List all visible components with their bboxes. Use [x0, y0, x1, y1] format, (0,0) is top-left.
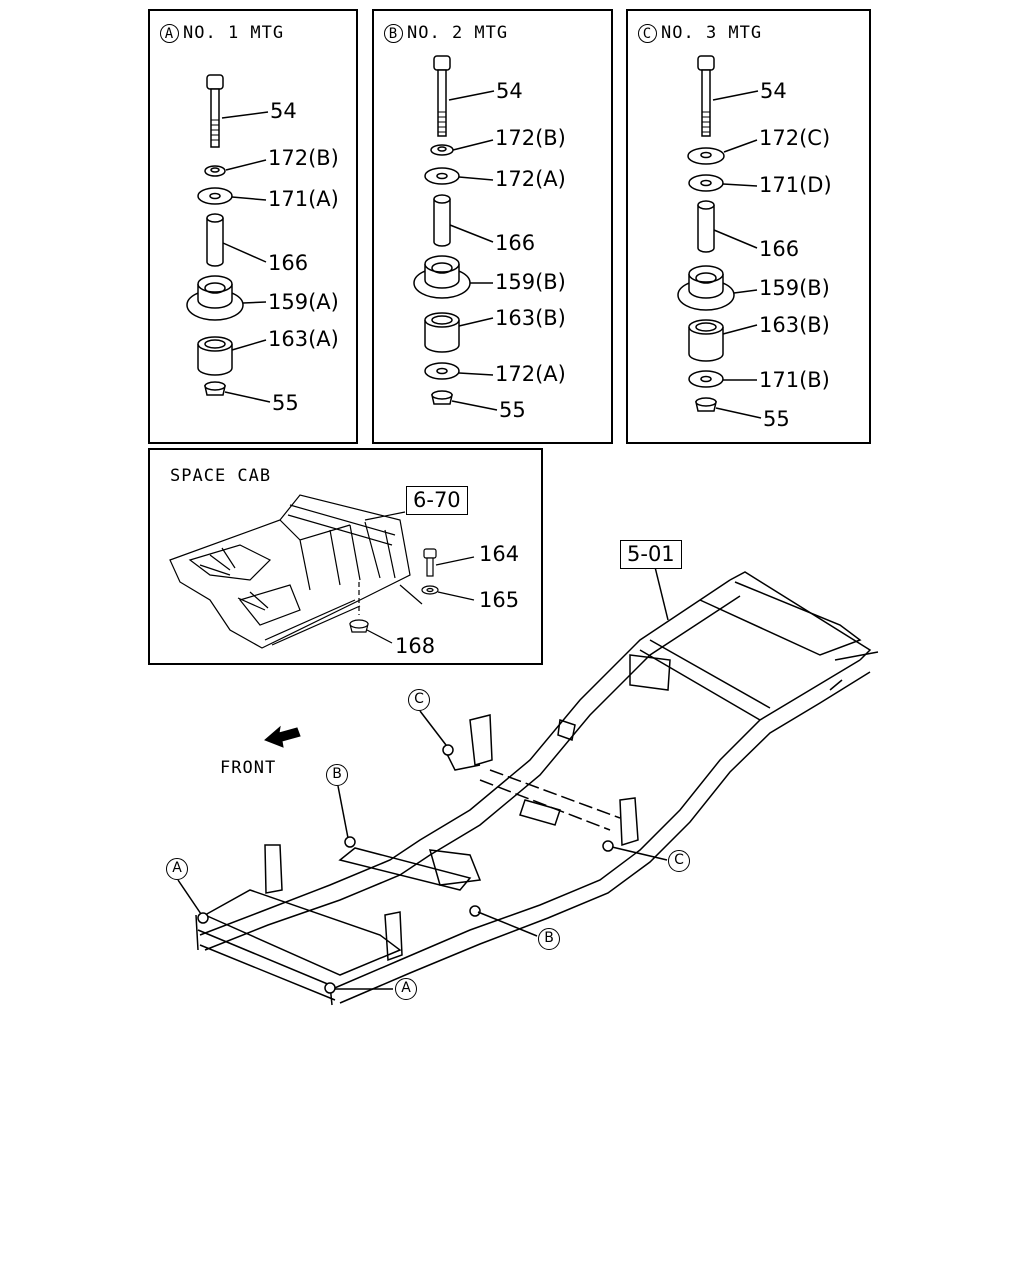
label-159b: 159(B): [759, 276, 830, 300]
label-168: 168: [395, 634, 436, 658]
callout-c-right: C: [668, 850, 690, 872]
label-172b: 172(B): [495, 126, 566, 150]
label-171a: 171(A): [268, 187, 339, 211]
label-171d: 171(D): [759, 173, 832, 197]
label-55: 55: [763, 407, 790, 431]
callout-c-top: C: [408, 689, 430, 711]
label-159a: 159(A): [268, 290, 339, 314]
chassis-frame: [177, 566, 879, 1006]
callout-a-bottom: A: [395, 978, 417, 1000]
label-163b: 163(B): [495, 306, 566, 330]
label-164: 164: [479, 542, 520, 566]
label-159b: 159(B): [495, 270, 566, 294]
title-text: NO. 3 MTG: [661, 23, 763, 43]
ref-box-6-70: 6-70: [406, 486, 468, 516]
front-arrow-icon: [264, 725, 301, 748]
label-172c: 172(C): [759, 126, 831, 150]
front-label: FRONT: [220, 758, 277, 778]
label-166: 166: [495, 231, 536, 255]
mtg3-parts: [677, 55, 762, 419]
panel-title: SPACE CAB: [170, 466, 272, 486]
mtg1-parts: [186, 74, 271, 403]
label-55: 55: [499, 398, 526, 422]
mtg2-parts: [413, 55, 498, 411]
label-54: 54: [760, 79, 787, 103]
title-text: NO. 1 MTG: [183, 23, 285, 43]
label-171b: 171(B): [759, 368, 830, 392]
label-172b: 172(B): [268, 146, 339, 170]
callout-a-left: A: [166, 858, 188, 880]
label-54: 54: [496, 79, 523, 103]
letter-callout: A: [160, 24, 179, 43]
callout-b-left: B: [326, 764, 348, 786]
letter-callout: B: [384, 24, 403, 43]
label-163b: 163(B): [759, 313, 830, 337]
label-163a: 163(A): [268, 327, 339, 351]
label-165: 165: [479, 588, 520, 612]
ref-box-5-01: 5-01: [620, 540, 682, 570]
letter-callout: C: [638, 24, 657, 43]
space-cab-floor: [169, 494, 475, 649]
label-166: 166: [759, 237, 800, 261]
label-54: 54: [270, 99, 297, 123]
label-172a: 172(A): [495, 167, 566, 191]
label-166: 166: [268, 251, 309, 275]
label-55: 55: [272, 391, 299, 415]
title-text: NO. 2 MTG: [407, 23, 509, 43]
label-172a-lower: 172(A): [495, 362, 566, 386]
callout-b-right: B: [538, 928, 560, 950]
